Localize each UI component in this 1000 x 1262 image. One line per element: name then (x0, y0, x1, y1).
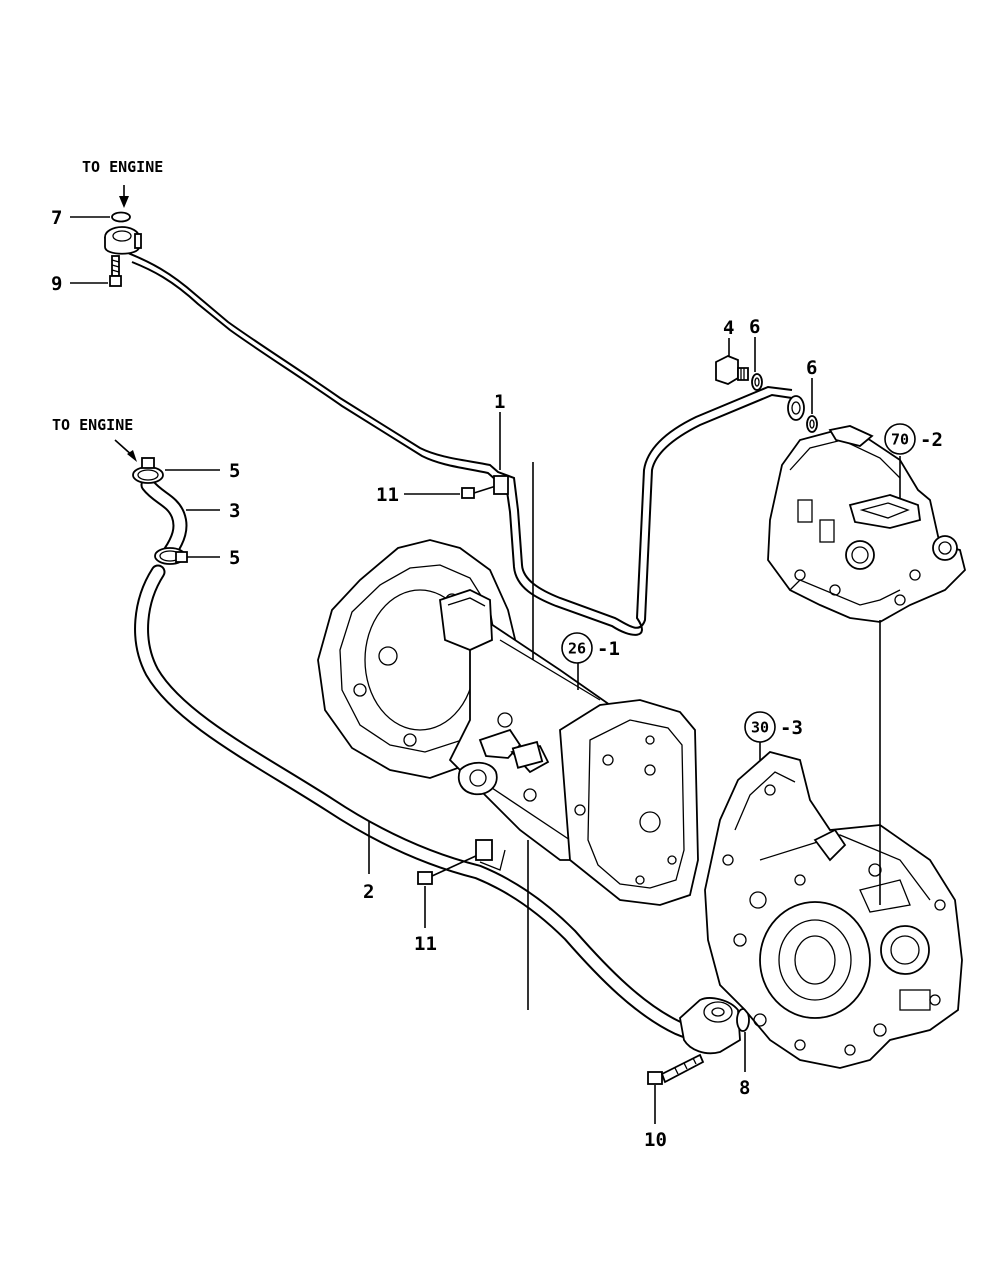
callout-8: 8 (739, 1077, 750, 1099)
callout-10: 10 (644, 1129, 667, 1151)
hose-2 (134, 564, 720, 1043)
ref-30-3: 30 -3 (744, 711, 803, 743)
ref-70-circle (884, 423, 916, 455)
callout-1: 1 (494, 391, 505, 413)
upper-banjo-fitting (104, 226, 142, 255)
ref-26-1: 26 -1 (561, 632, 620, 664)
washer-6-lower (806, 415, 818, 433)
ref-26-number: 26 (568, 640, 586, 658)
callout-11-lower: 11 (414, 933, 437, 955)
callout-3: 3 (229, 500, 240, 522)
o-ring-7 (111, 211, 131, 223)
short-hose-3 (140, 477, 188, 560)
hose-clamp-upper (132, 457, 164, 484)
transmission-case (317, 539, 699, 906)
callout-6-upper: 6 (749, 316, 760, 338)
top-cover (767, 425, 966, 623)
callout-7: 7 (51, 207, 62, 229)
banjo-bolt-4 (715, 355, 749, 385)
alignment-lines (527, 462, 881, 1010)
leader-lines (70, 185, 901, 1124)
callout-11-upper: 11 (376, 484, 399, 506)
callout-5-lower: 5 (229, 547, 240, 569)
banjo-fitting-right (787, 395, 805, 421)
ref-30-circle (744, 711, 776, 743)
to-engine-note-top: TO ENGINE (82, 158, 163, 176)
callout-5-upper: 5 (229, 460, 240, 482)
to-engine-note-left: TO ENGINE (52, 416, 133, 434)
bolt-10 (647, 1053, 705, 1085)
bolt-11-upper (461, 475, 509, 499)
ref-30-suffix: -3 (780, 717, 803, 739)
ref-26-suffix: -1 (597, 638, 620, 660)
bolt-9 (109, 255, 122, 287)
washer-6-upper (751, 373, 763, 391)
ref-30-number: 30 (751, 719, 769, 737)
callout-9: 9 (51, 273, 62, 295)
callout-2: 2 (363, 881, 374, 903)
ref-70-2: 70 -2 (884, 423, 943, 455)
hose-clamp-lower (154, 547, 188, 565)
ref-70-number: 70 (891, 431, 909, 449)
rear-case (704, 751, 963, 1069)
lower-fitting (679, 997, 741, 1055)
ref-70-suffix: -2 (920, 429, 943, 451)
bolt-11-lower (417, 839, 506, 885)
callout-4: 4 (723, 317, 734, 339)
callout-6-lower: 6 (806, 357, 817, 379)
ref-26-circle (561, 632, 593, 664)
